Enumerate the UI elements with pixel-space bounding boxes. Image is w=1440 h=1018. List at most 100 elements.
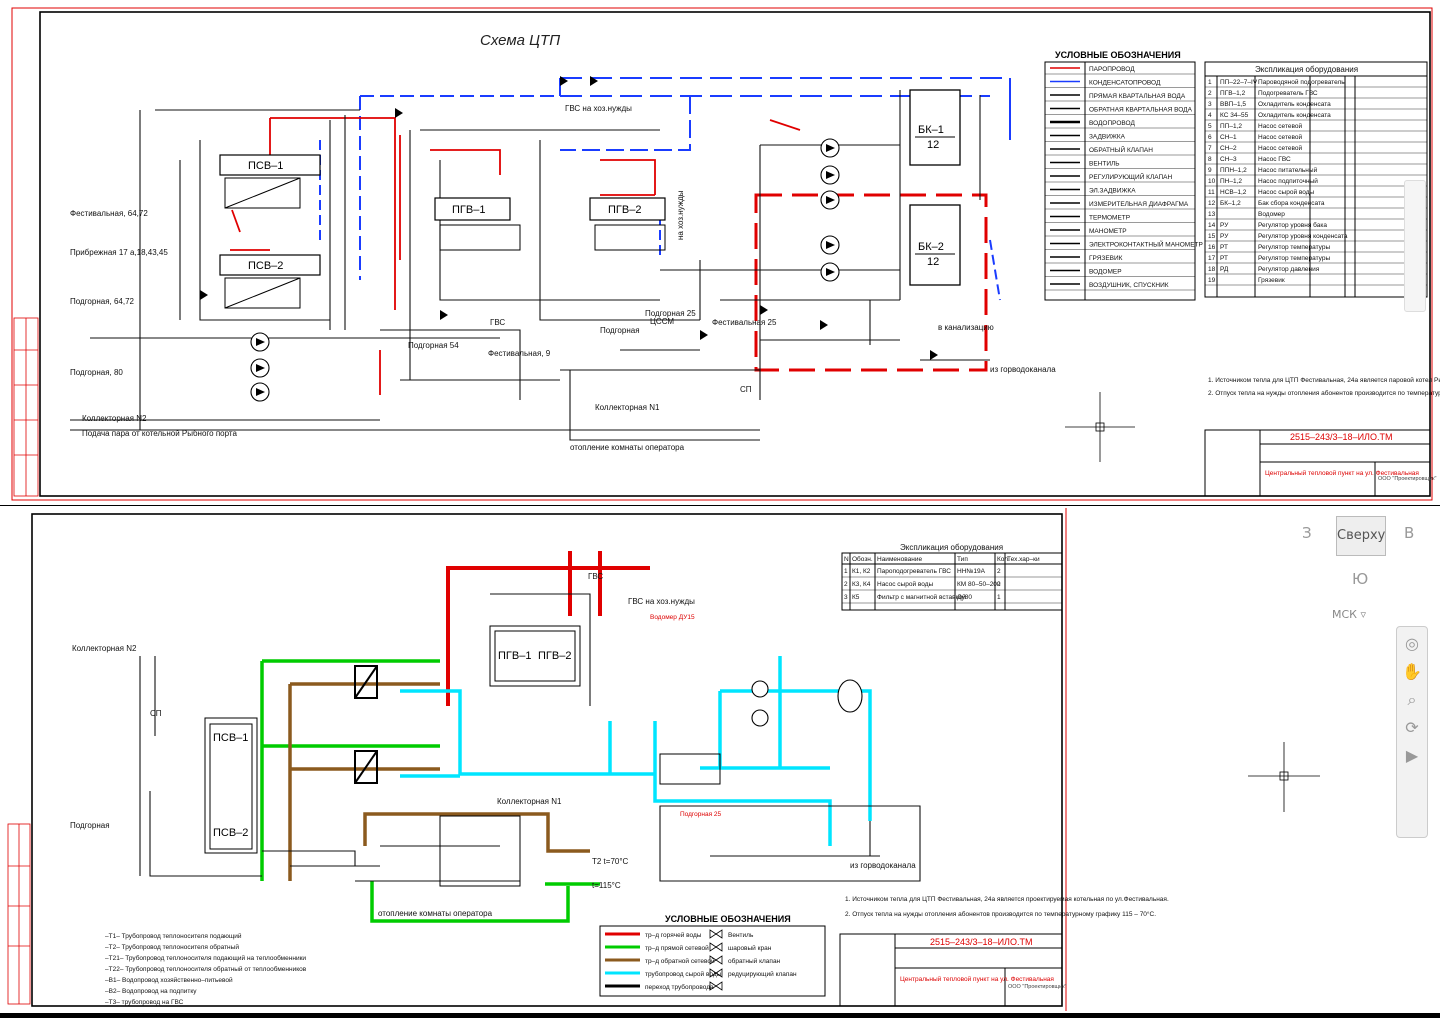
explication-cell: Бак сбора конденсата xyxy=(1258,199,1325,207)
legend-item: ЭЛЕКТРОКОНТАКТНЫЙ МАНОМЕТР xyxy=(1089,240,1203,249)
hot-water-lines xyxy=(446,551,650,706)
explication-cell: Насос сырой воды xyxy=(1258,188,1315,196)
explication-cell: 19 xyxy=(1208,277,1216,284)
festivalnaya-6472-label: Фестивальная, 64,72 xyxy=(70,209,148,218)
explication-cell: Грязевик xyxy=(1258,277,1285,284)
pipe-legend-item: –В1– Водопровод хозяйственно–питьевой xyxy=(105,976,233,984)
explication-cell: ВВП–1,5 xyxy=(1220,101,1246,108)
orbit-icon[interactable]: ⟳ xyxy=(1405,718,1419,737)
festivalnaya9-label: Фестивальная, 9 xyxy=(488,349,551,358)
legend-item: ОБРАТНЫЙ КЛАПАН xyxy=(1089,145,1153,154)
supply-lines xyxy=(260,659,600,923)
bottom-title-stamp: 2515–243/3–18–ИЛО.ТМ Центральный теплово… xyxy=(839,933,1067,1007)
bottom-note-2: 2. Отпуск тепла на нужды отопления абоне… xyxy=(845,910,1156,918)
explication-cell: НН№19А xyxy=(957,568,986,575)
explication-cell: 12 xyxy=(1208,200,1216,207)
podgornaya25-label: Подгорная 25 xyxy=(645,309,696,318)
pan-icon[interactable]: ✋ xyxy=(1402,662,1422,681)
podgornaya-label: Подгорная xyxy=(600,326,640,335)
wcs-menu[interactable]: МСК ▿ xyxy=(1332,608,1366,621)
vodomer-label: Водомер ДУ15 xyxy=(650,614,695,621)
explication-header: Обозн. xyxy=(852,555,873,563)
pipe-legend-item: –Т3– трубопровод на ГВС xyxy=(105,998,184,1006)
legend-line-label: переход трубопровода xyxy=(645,983,714,991)
top-drawing-sheet: Схема ЦТП xyxy=(0,0,1440,505)
legend-item: ВЕНТИЛЬ xyxy=(1089,161,1120,168)
explication-cell: КС 34–55 xyxy=(1220,112,1249,119)
legend-valve-label: Вентиль xyxy=(728,932,754,939)
bottom-drawing-sheet: ПСВ–1 ПСВ–2 ПГВ–1 ПГВ–2 ГВС на хоз.нужды… xyxy=(0,506,1440,1013)
explication-cell: Насос ГВС xyxy=(1258,156,1291,163)
explication-cell: 1 xyxy=(997,594,1001,601)
explication-header: N xyxy=(844,556,849,563)
explication-cell: РУ xyxy=(1220,233,1229,240)
explication-cell: Ду80 xyxy=(957,594,972,601)
viewcube-west[interactable]: З xyxy=(1302,524,1312,542)
svg-text:12: 12 xyxy=(927,256,939,268)
t1-temp-label: t=115°С xyxy=(592,881,621,890)
viewcube-east[interactable]: В xyxy=(1404,524,1415,542)
explication-cell: К3, К4 xyxy=(852,581,871,588)
explication-cell: ПП–1,2 xyxy=(1220,123,1242,130)
explication-cell: 8 xyxy=(1208,156,1212,163)
explication-cell: 11 xyxy=(1208,189,1215,196)
legend-item: ЗАДВИЖКА xyxy=(1089,134,1126,141)
otoplenie-label: отопление комнаты оператора xyxy=(378,909,493,918)
svg-text:Экспликация оборудования: Экспликация оборудования xyxy=(900,543,1003,552)
legend-item: ИЗМЕРИТЕЛЬНАЯ ДИАФРАГМА xyxy=(1089,201,1189,208)
svg-text:ПГВ–2: ПГВ–2 xyxy=(608,204,641,216)
explication-cell: КМ 80–50–200 xyxy=(957,581,1001,588)
steering-wheel-icon[interactable]: ◎ xyxy=(1405,634,1419,653)
collector1 xyxy=(439,815,521,887)
legend-line-label: трубопровод сырой воды xyxy=(645,970,722,978)
showmotion-icon[interactable]: ▶ xyxy=(1405,746,1419,765)
explication-cell: 9 xyxy=(1208,167,1212,174)
side-panel-tab[interactable] xyxy=(1404,180,1426,312)
bottom-legend: УСЛОВНЫЕ ОБОЗНАЧЕНИЯ тр–д горячей воды Ве… xyxy=(599,914,826,997)
schema-title: Схема ЦТП xyxy=(480,32,560,49)
explication-cell: РТ xyxy=(1220,255,1228,262)
explication-cell: 2 xyxy=(997,568,1001,575)
raw-water-lines xyxy=(400,656,872,846)
svg-text:Центральный тепловой пункт на: Центральный тепловой пункт на ул. Фестив… xyxy=(900,975,1054,983)
pipe-legend-item: –В2– Водопровод на подпитку xyxy=(105,988,197,995)
svg-text:12: 12 xyxy=(927,139,939,151)
legend-item: ГРЯЗЕВИК xyxy=(1089,255,1123,262)
podgornaya54-label: Подгорная 54 xyxy=(408,341,459,350)
explication-cell: К1, К2 xyxy=(852,568,871,575)
svg-text:УСЛОВНЫЕ ОБОЗНАЧЕНИЯ: УСЛОВНЫЕ ОБОЗНАЧЕНИЯ xyxy=(665,914,791,924)
pipe-legend-item: –Т21– Трубопровод теплоносителя подающий… xyxy=(105,954,306,962)
viewcube-top-face[interactable]: Сверху xyxy=(1336,516,1386,556)
kollektornaya2-label: Коллекторная N2 xyxy=(82,414,147,423)
legend-line-label: тр–д горячей воды xyxy=(645,931,702,939)
svg-text:УСЛОВНЫЕ ОБОЗНАЧЕНИЯ: УСЛОВНЫЕ ОБОЗНАЧЕНИЯ xyxy=(1055,50,1181,60)
navigation-bar: ◎ ✋ ⌕ ⟳ ▶ xyxy=(1396,626,1428,838)
explication-header: Тех.хар–ки xyxy=(1007,556,1040,563)
explication-cell: СН–2 xyxy=(1220,145,1237,152)
gorvodokanal-label: из горводоканала xyxy=(990,365,1056,374)
podgornaya25-label: Подгорная 25 xyxy=(680,811,722,818)
viewcube[interactable]: З Сверху В Ю МСК ▿ xyxy=(1298,512,1438,632)
hv6-block xyxy=(659,753,721,785)
pgv-block: ПГВ–1 ПГВ–2 xyxy=(489,625,581,687)
legend-valve-label: обратный клапан xyxy=(728,957,781,965)
explication-cell: 1 xyxy=(1208,79,1212,86)
explication-cell: БК–1,2 xyxy=(1220,200,1241,207)
explication-cell: 16 xyxy=(1208,244,1216,251)
zoom-icon[interactable]: ⌕ xyxy=(1407,690,1417,709)
plate-exchangers xyxy=(354,665,378,784)
svg-text:2515–243/3–18–ИЛО.ТМ: 2515–243/3–18–ИЛО.ТМ xyxy=(930,937,1032,947)
explication-cell: РУ xyxy=(1220,222,1229,229)
explication-cell: 7 xyxy=(1208,145,1212,152)
otoplenie-label: отопление комнаты оператора xyxy=(570,443,685,452)
explication-cell: 10 xyxy=(1208,178,1216,185)
svg-text:ПГВ–1: ПГВ–1 xyxy=(498,650,531,662)
viewcube-south[interactable]: Ю xyxy=(1352,570,1369,588)
legend-line-label: тр–д обратной сетевой xyxy=(645,957,715,965)
pipe-network xyxy=(70,90,990,441)
legend-item: РЕГУЛИРУЮЩИЙ КЛАПАН xyxy=(1089,172,1172,181)
explication-cell: К5 xyxy=(852,594,860,601)
drawing-border xyxy=(39,11,1431,497)
